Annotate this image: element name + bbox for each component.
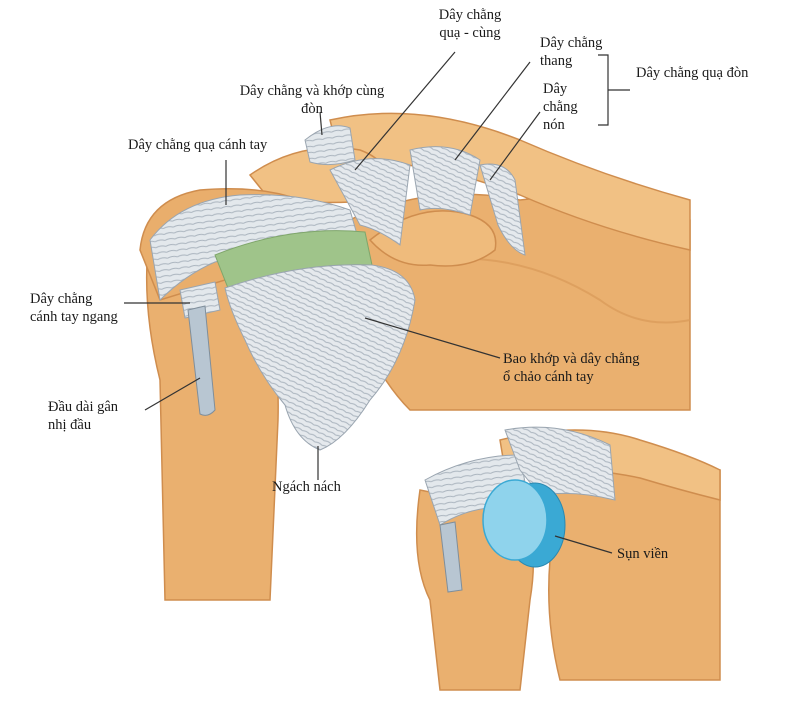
label-axillary-recess: Ngách nách <box>272 479 341 495</box>
inset-biceps-tendon <box>439 521 463 593</box>
label-coracoacromial-ligament: Dây chằng quạ - cùng <box>438 7 502 41</box>
transverse-humeral-ligament-shape <box>179 281 221 319</box>
label-coracohumeral-ligament: Dây chằng quạ cánh tay <box>128 137 268 153</box>
label-trapezoid-ligament: Dây chằng thang <box>540 35 603 69</box>
acromioclavicular-ligament-shape <box>304 125 356 166</box>
label-joint-capsule: Bao khớp và dây chằng ổ chảo cánh tay <box>503 351 640 385</box>
label-biceps-long-head: Đầu dài gân nhị đầu <box>48 399 119 433</box>
label-coracoclavicular-ligament: Dây chằng quạ đòn <box>636 65 749 81</box>
joint-capsule <box>224 264 416 451</box>
biceps-tendon <box>187 305 216 416</box>
label-transverse-humeral-ligament: Dây chằng cánh tay ngang <box>30 291 118 325</box>
label-conoid-ligament: Dây chằng nón <box>543 81 578 133</box>
label-glenoid-labrum: Sụn viền <box>617 546 669 562</box>
inset-scapula <box>539 466 721 681</box>
leader-lines <box>124 51 630 554</box>
trapezoid-ligament-shape <box>409 146 481 216</box>
glenoid-cartilage <box>482 479 548 561</box>
coracoacromial-ligament-shape <box>329 158 411 246</box>
label-acromioclavicular-ligament: Dây chằng và khớp cùng đòn <box>239 83 385 117</box>
conoid-ligament-shape <box>479 163 526 256</box>
